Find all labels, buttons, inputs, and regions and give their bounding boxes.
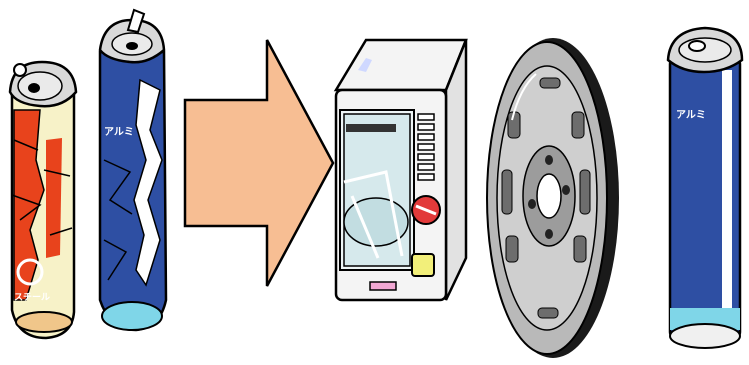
new-aluminum-can-icon: アルミ bbox=[668, 28, 742, 348]
aluminum-can-label: アルミ bbox=[104, 126, 134, 138]
recycled-can-label: アルミ bbox=[676, 109, 706, 121]
process-arrow-icon bbox=[185, 40, 333, 286]
steel-can-label: スチール bbox=[14, 292, 50, 302]
microwave-oven-icon bbox=[336, 40, 466, 300]
car-wheel-icon bbox=[487, 38, 619, 358]
crushed-steel-can-icon: スチール bbox=[10, 62, 76, 338]
crushed-aluminum-can-icon: アルミ bbox=[100, 10, 166, 330]
